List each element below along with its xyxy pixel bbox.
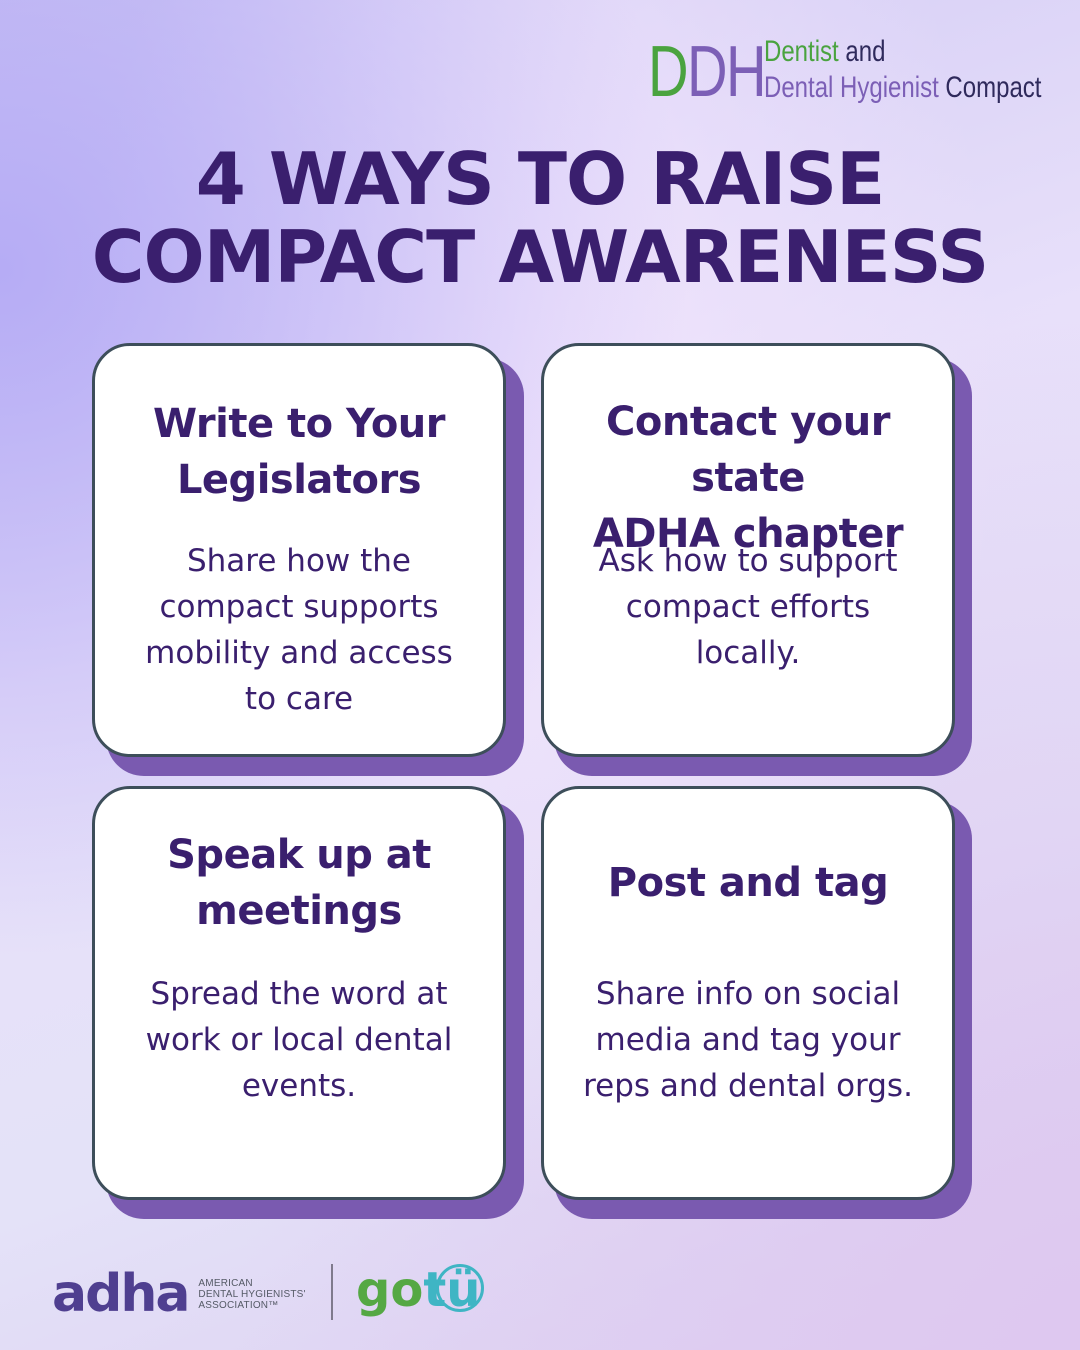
card-post-and-tag: Post and tag Share info on social media … [541,786,955,1200]
card-title: Post and tag [607,860,889,906]
card-title: Write to Your Legislators [152,401,446,503]
logo-text-dentist: Dentist [764,35,839,68]
logo-text-dental-hygienist: Dental Hygienist [764,71,939,104]
card-description: Share how the compact supports mobility … [145,543,453,717]
card-write-legislators: Write to Your Legislators Share how the … [92,343,506,757]
card-speak-up-meetings: Speak up at meetings Spread the word at … [92,786,506,1200]
page-title-line1: 4 WAYS TO RAISE [195,137,886,221]
adha-logo: adha AMERICAN DENTAL HYGIENISTS' ASSOCIA… [52,1268,306,1320]
gotu-u-ring-icon: ü [436,1262,485,1318]
card-contact-adha-chapter: Contact your state ADHA chapter Ask how … [541,343,955,757]
card-description: Spread the word at work or local dental … [145,976,453,1104]
page-title-line2: COMPACT AWARENESS [91,215,990,299]
footer-divider [331,1264,333,1320]
card-title: Contact your state ADHA chapter [592,399,904,557]
adha-wordmark: adha [52,1264,190,1324]
logo-text-and: and [845,35,886,68]
card-description: Share info on social media and tag your … [583,976,913,1104]
ddh-logo-text: Dentist and Dental Hygienist Compact [764,34,1041,106]
card-title: Speak up at meetings [167,832,431,934]
card-description: Ask how to support compact efforts local… [598,543,898,671]
logo-text-compact: Compact [945,71,1042,104]
page-title: 4 WAYS TO RAISE COMPACT AWARENESS [0,140,1080,296]
adha-full-name: AMERICAN DENTAL HYGIENISTS' ASSOCIATION™ [198,1277,306,1311]
